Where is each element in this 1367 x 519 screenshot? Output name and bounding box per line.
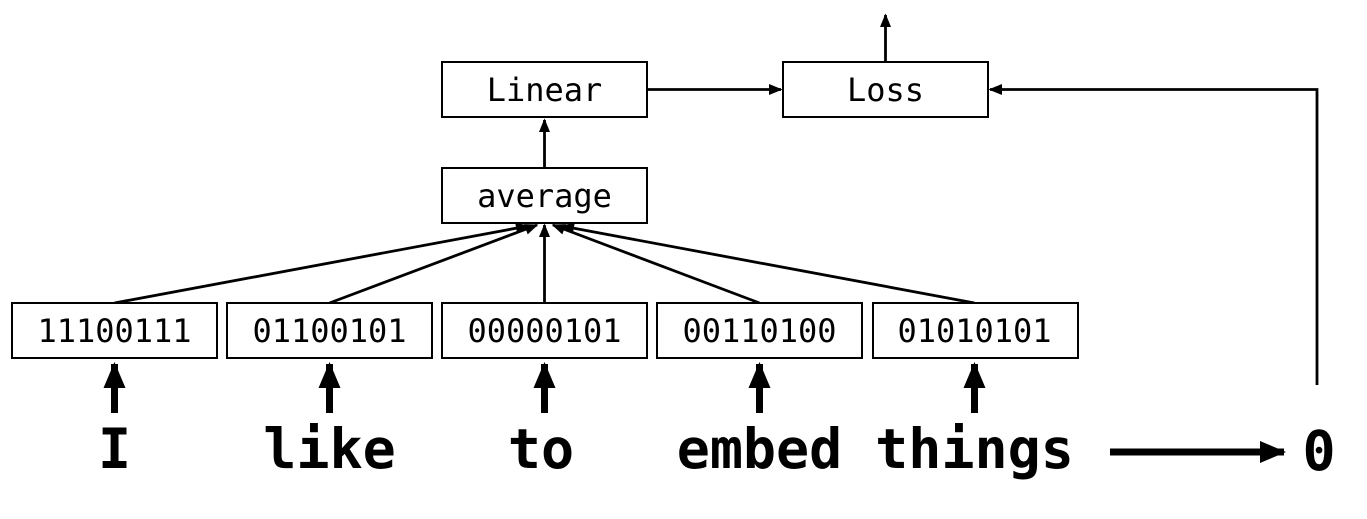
embedding-value: 00110100: [682, 312, 836, 350]
arrow-embedding5-to-average-icon: [560, 222, 975, 305]
embedding-box: [441, 302, 648, 359]
average-node: average: [441, 167, 648, 224]
token-to-embedding-arrows: [103, 362, 986, 413]
embedding-value: 01010101: [897, 312, 1051, 350]
embedding-value: 11100111: [37, 312, 191, 350]
loss-node: Loss: [782, 61, 989, 118]
embedding-box: [226, 302, 433, 359]
loss-label: Loss: [847, 71, 924, 109]
loss-box: [782, 61, 989, 118]
target-label: 0: [1302, 419, 1335, 483]
token-label: things: [875, 417, 1074, 481]
embedding-box: [11, 302, 218, 359]
embedding-box: [656, 302, 863, 359]
linear-node: Linear: [441, 61, 648, 118]
embedding-row: 11100111 01100101 00000101 00110100 0101…: [11, 302, 1079, 359]
arrow-embedding1-to-average-icon: [114, 222, 530, 305]
token-label: I: [98, 417, 131, 481]
linear-box: [441, 61, 648, 118]
token-row: I like to embed things 0: [98, 417, 1336, 483]
token-label: like: [263, 417, 395, 481]
embedding-value: 00000101: [467, 312, 621, 350]
token-label: embed: [677, 417, 843, 481]
arrow-embedding2-to-average-icon: [329, 223, 539, 305]
linear-label: Linear: [487, 71, 603, 109]
embedding-to-average-arrows: [114, 222, 975, 305]
embedding-value: 01100101: [252, 312, 406, 350]
embedding-box: [872, 302, 1079, 359]
token-label: to: [508, 417, 574, 481]
average-label: average: [477, 177, 612, 215]
arrow-target-to-loss-icon: [988, 84, 1319, 385]
average-box: [441, 167, 648, 224]
arrow-embedding4-to-average-icon: [551, 223, 760, 305]
